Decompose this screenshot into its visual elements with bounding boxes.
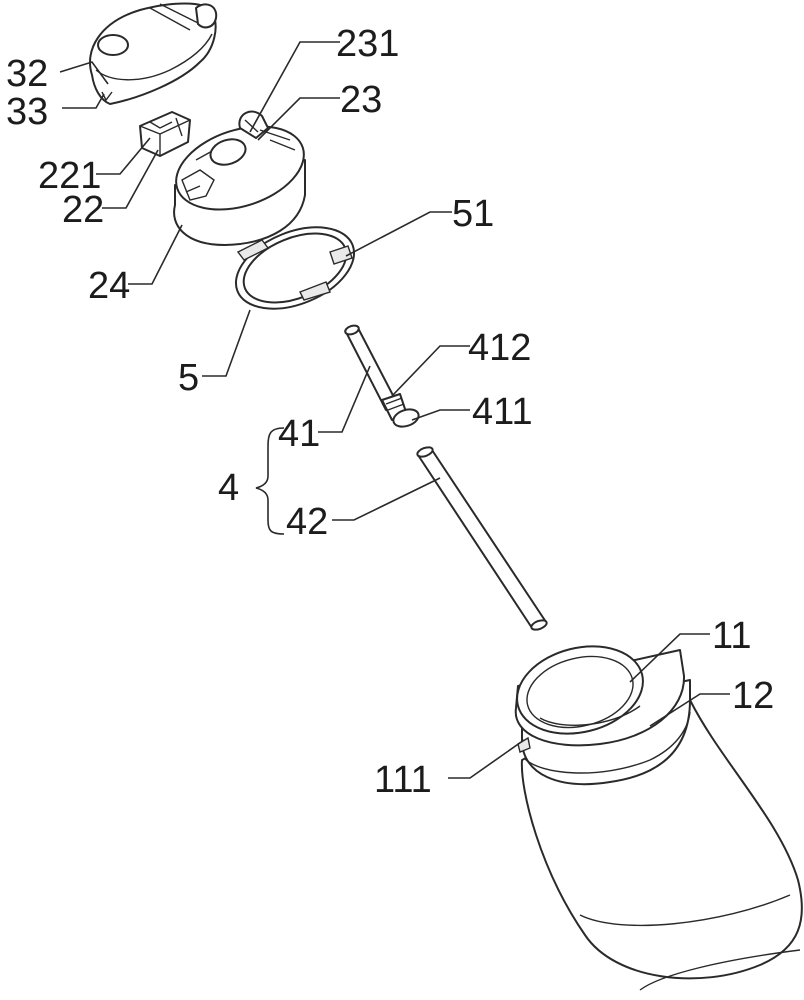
- label-51: 51: [452, 193, 494, 235]
- label-22: 22: [62, 189, 104, 231]
- lid-cover: [90, 4, 216, 105]
- label-33: 33: [6, 91, 48, 133]
- leader-22: [102, 150, 158, 208]
- leader-412: [392, 346, 470, 396]
- label-412: 412: [468, 327, 531, 369]
- label-231: 231: [336, 23, 399, 65]
- leader-41: [318, 366, 370, 432]
- leader-111: [448, 740, 524, 778]
- button-part: [140, 112, 190, 156]
- label-41: 41: [278, 413, 320, 455]
- label-23: 23: [340, 79, 382, 121]
- leader-5: [202, 310, 250, 376]
- label-5: 5: [178, 357, 199, 399]
- leader-24: [128, 225, 182, 284]
- straw-lower: [416, 446, 548, 632]
- label-111: 111: [374, 759, 432, 801]
- label-11: 11: [712, 615, 751, 657]
- leader-33: [62, 94, 104, 108]
- label-4: 4: [218, 467, 239, 509]
- label-32: 32: [6, 53, 48, 95]
- leader-51: [346, 212, 452, 256]
- label-411: 411: [472, 391, 533, 433]
- label-42: 42: [286, 501, 328, 543]
- leader-42: [332, 478, 440, 520]
- leader-411: [412, 410, 470, 420]
- label-12: 12: [732, 675, 774, 717]
- label-24: 24: [88, 265, 130, 307]
